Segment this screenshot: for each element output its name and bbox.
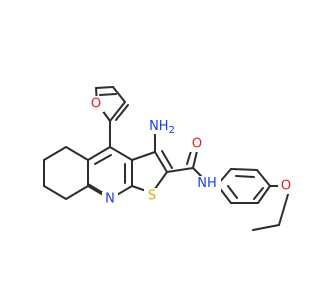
carbonyl-oxygen-label: O [192,137,202,152]
atom-labels: NH2 O NH N S O O [88,96,294,208]
furan-oxygen-label: O [91,97,101,112]
bond-lines [43,86,290,231]
ether-oxygen-label: O [281,179,291,194]
ring-nitrogen-label: N [105,192,115,207]
amino-label: NH2 [149,119,175,136]
thiophene-sulfur-label: S [148,189,156,204]
molecule-structure: NH2 O NH N S O O [43,86,294,231]
amide-nh-label: NH [197,176,217,191]
